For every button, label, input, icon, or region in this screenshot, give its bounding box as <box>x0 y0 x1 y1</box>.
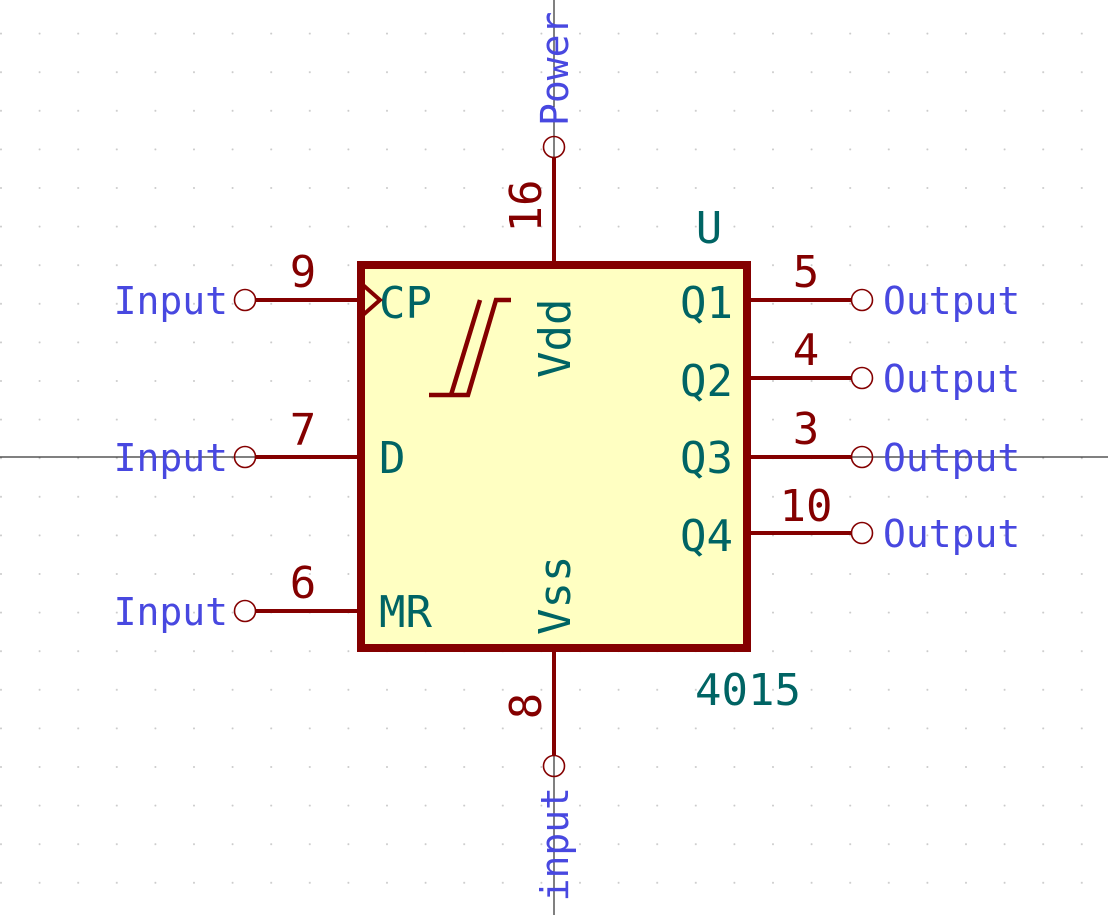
pin-name: Vss <box>530 556 581 635</box>
reference-designator[interactable]: U <box>696 203 723 254</box>
pin-name: CP <box>379 278 432 329</box>
pin-d[interactable]: 7 Input D <box>114 405 406 484</box>
pin-connection-circle[interactable] <box>233 445 257 469</box>
pin-q1[interactable]: 5 Output Q1 <box>680 247 1020 329</box>
pin-type: Output <box>883 357 1020 401</box>
pin-vss[interactable]: 8 input Vss <box>501 556 581 902</box>
pin-connection-circle[interactable] <box>542 754 566 778</box>
clock-triangle-icon <box>361 283 384 317</box>
pin-vdd[interactable]: 16 Power Vdd <box>501 12 581 378</box>
pin-number: 8 <box>501 693 552 720</box>
schmitt-trigger-icon <box>429 297 511 398</box>
pin-type: Output <box>883 279 1020 323</box>
pin-number: 3 <box>793 404 820 455</box>
pin-type: input <box>533 787 577 901</box>
pin-name: Q3 <box>680 433 733 484</box>
pin-type: Output <box>883 436 1020 480</box>
pin-type: Input <box>114 279 228 323</box>
pin-name: D <box>379 433 406 484</box>
component-value[interactable]: 4015 <box>695 665 801 716</box>
pin-name: MR <box>379 587 432 638</box>
pin-number: 16 <box>501 180 552 233</box>
pin-connection-circle[interactable] <box>850 445 874 469</box>
pin-number: 9 <box>290 247 317 298</box>
pin-q3[interactable]: 3 Output Q3 <box>680 404 1020 484</box>
pin-number: 10 <box>780 481 833 532</box>
pin-cp[interactable]: 9 Input CP <box>114 247 432 329</box>
pin-type: Output <box>883 512 1020 556</box>
pin-type: Power <box>533 12 577 126</box>
pin-mr[interactable]: 6 Input MR <box>114 558 433 638</box>
pin-name: Q2 <box>680 356 733 407</box>
pin-connection-circle[interactable] <box>850 288 874 312</box>
pin-type: Input <box>114 436 228 480</box>
pin-connection-circle[interactable] <box>233 599 257 623</box>
pin-name: Q4 <box>680 511 733 562</box>
pin-type: Input <box>114 590 228 634</box>
pin-name: Q1 <box>680 278 733 329</box>
pin-connection-circle[interactable] <box>850 521 874 545</box>
pin-connection-circle[interactable] <box>542 135 566 159</box>
pin-number: 4 <box>793 325 820 376</box>
pin-q2[interactable]: 4 Output Q2 <box>680 325 1020 407</box>
pin-name: Vdd <box>530 299 581 378</box>
pin-connection-circle[interactable] <box>850 366 874 390</box>
pin-number: 7 <box>290 405 317 456</box>
pin-number: 5 <box>793 247 820 298</box>
pin-q4[interactable]: 10 Output Q4 <box>680 481 1020 562</box>
pin-number: 6 <box>290 558 317 609</box>
pin-connection-circle[interactable] <box>233 288 257 312</box>
component-body[interactable] <box>357 261 751 652</box>
